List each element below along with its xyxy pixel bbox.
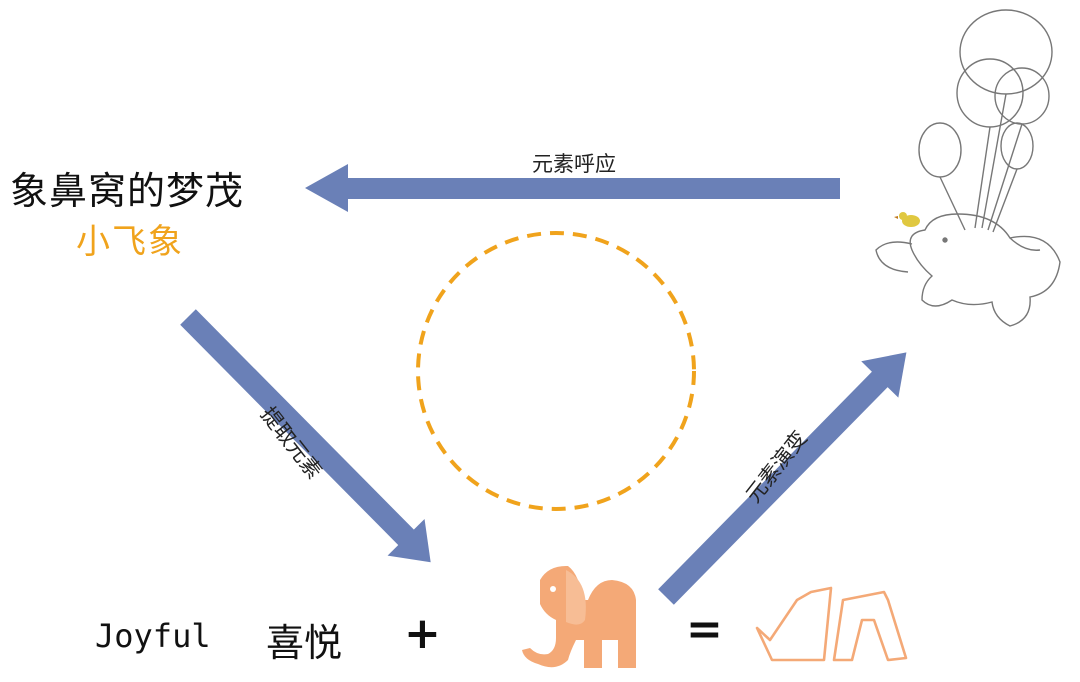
arrow-left-diagonal [180, 309, 431, 563]
arrow-top-label: 元素呼应 [532, 152, 616, 176]
diagram-title: 象鼻窝的梦茂 [10, 169, 245, 213]
arrow-top [305, 164, 840, 212]
equation-plus-sign: + [404, 608, 441, 659]
logo-mark-icon [755, 586, 908, 662]
equation-word-chinese: 喜悦 [266, 621, 343, 665]
center-dashed-circle [416, 231, 696, 511]
equation-word-english: Joyful [95, 617, 211, 655]
small-bird-icon [894, 212, 920, 227]
elephant-icon [522, 566, 636, 668]
arrow-right-diagonal [658, 352, 907, 605]
diagram-subtitle: 小飞象 [76, 222, 184, 262]
equation-equals-sign: = [686, 604, 723, 655]
balloon-elephant-illustration [875, 9, 1061, 327]
